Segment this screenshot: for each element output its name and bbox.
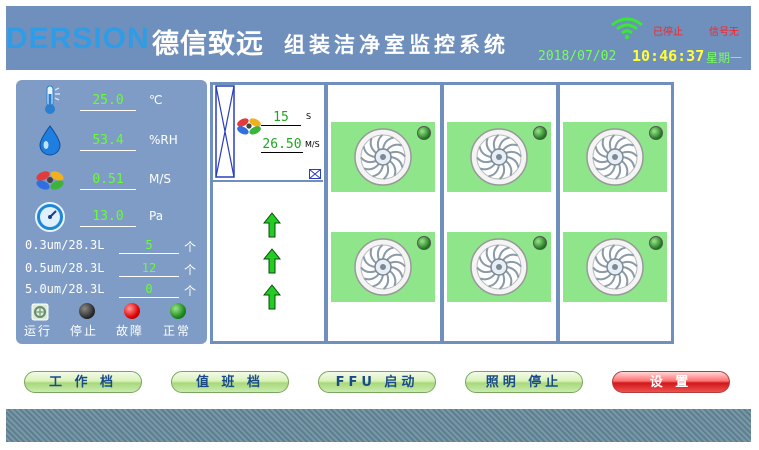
column-divider xyxy=(324,82,328,344)
wifi-icon xyxy=(611,17,643,40)
airflow-arrow-icon xyxy=(263,212,281,238)
humidity-value: 53.4 xyxy=(80,132,136,151)
ffu-unit[interactable] xyxy=(447,122,551,192)
airspeed-unit: M/S xyxy=(149,172,172,186)
footer-bar xyxy=(6,409,751,442)
particle-value-03: 5 xyxy=(119,237,179,254)
time-display: 10:46:37 xyxy=(632,47,705,65)
particle-value-05: 12 xyxy=(119,260,179,277)
particle-label-03: 0.3um/28.3L xyxy=(25,238,105,252)
brand-logo-cn: 德信致远 xyxy=(152,29,264,60)
column-divider xyxy=(440,82,444,344)
particle-value-50: 0 xyxy=(119,281,179,298)
ffu-status-led xyxy=(533,126,547,140)
damper-icon xyxy=(309,169,321,179)
ffu-unit[interactable] xyxy=(447,232,551,302)
ffu-status-led xyxy=(649,126,663,140)
ffu-unit[interactable] xyxy=(563,232,667,302)
particle-unit-50: 个 xyxy=(184,284,197,298)
ffu-unit[interactable] xyxy=(331,122,435,192)
ffu-status-led xyxy=(649,236,663,250)
ffu-fan-icon xyxy=(469,237,529,301)
air-speed-unit: M/S xyxy=(305,140,320,149)
particle-label-05: 0.5um/28.3L xyxy=(25,261,105,275)
status-stopped: 已停止 xyxy=(653,27,683,38)
ffu-start-button[interactable]: FFU 启动 xyxy=(318,371,436,393)
filter-icon xyxy=(215,85,235,178)
stop-status-icon xyxy=(79,303,95,319)
ffu-unit[interactable] xyxy=(563,122,667,192)
fan-icon xyxy=(237,118,261,135)
legend-run-label: 运行 xyxy=(24,324,53,338)
duty-mode-button[interactable]: 值 班 档 xyxy=(171,371,289,393)
ffu-fan-icon xyxy=(353,237,413,301)
ffu-status-led xyxy=(417,126,431,140)
settings-button[interactable]: 设 置 xyxy=(612,371,730,393)
ffu-fan-icon xyxy=(469,127,529,191)
timer-value: 15 xyxy=(261,110,301,126)
ffu-fan-icon xyxy=(585,237,645,301)
date-display: 2018/07/02 xyxy=(538,49,617,64)
ffu-fan-icon xyxy=(353,127,413,191)
legend-fault-label: 故障 xyxy=(116,324,145,338)
fault-status-icon xyxy=(124,303,140,319)
particle-label-50: 5.0um/28.3L xyxy=(25,282,105,296)
water-drop-icon xyxy=(39,125,61,156)
thermometer-icon xyxy=(45,85,60,114)
work-mode-button[interactable]: 工 作 档 xyxy=(24,371,142,393)
temperature-unit: ℃ xyxy=(149,93,163,107)
temperature-value: 25.0 xyxy=(80,92,136,111)
sensor-panel: 25.0 ℃ 53.4 %RH 0.51 M/S 13.0 Pa 0.3um/2… xyxy=(16,80,207,344)
weekday-display: 星期一 xyxy=(706,51,743,65)
particle-unit-05: 个 xyxy=(184,263,197,277)
gauge-icon xyxy=(35,202,65,232)
air-speed-value: 26.50 xyxy=(261,137,303,153)
humidity-unit: %RH xyxy=(149,133,178,147)
column-divider xyxy=(556,82,560,344)
lighting-stop-button[interactable]: 照明 停止 xyxy=(465,371,583,393)
ffu-fan-icon xyxy=(585,127,645,191)
brand-logo: DERSION xyxy=(6,22,150,55)
airflow-arrow-icon xyxy=(263,284,281,310)
legend-normal-label: 正常 xyxy=(163,324,192,338)
normal-status-icon xyxy=(170,303,186,319)
ffu-unit[interactable] xyxy=(331,232,435,302)
air-unit-box: 15 S 26.50 M/S xyxy=(213,85,323,182)
pressure-unit: Pa xyxy=(149,209,164,223)
particle-unit-03: 个 xyxy=(184,240,197,254)
pressure-value: 13.0 xyxy=(80,208,136,227)
ffu-status-led xyxy=(417,236,431,250)
ffu-status-led xyxy=(533,236,547,250)
airspeed-value: 0.51 xyxy=(80,171,136,190)
legend-stop-label: 停止 xyxy=(70,324,99,338)
run-status-icon xyxy=(31,303,49,321)
status-no-signal: 信号无 xyxy=(709,27,739,38)
fan-icon xyxy=(36,171,64,190)
timer-unit: S xyxy=(306,112,312,121)
airflow-arrow-icon xyxy=(263,248,281,274)
page-title: 组装洁净室监控系统 xyxy=(284,32,509,57)
header-bar: DERSION 德信致远 组装洁净室监控系统 已停止 信号无 2018/07/0… xyxy=(6,6,751,70)
